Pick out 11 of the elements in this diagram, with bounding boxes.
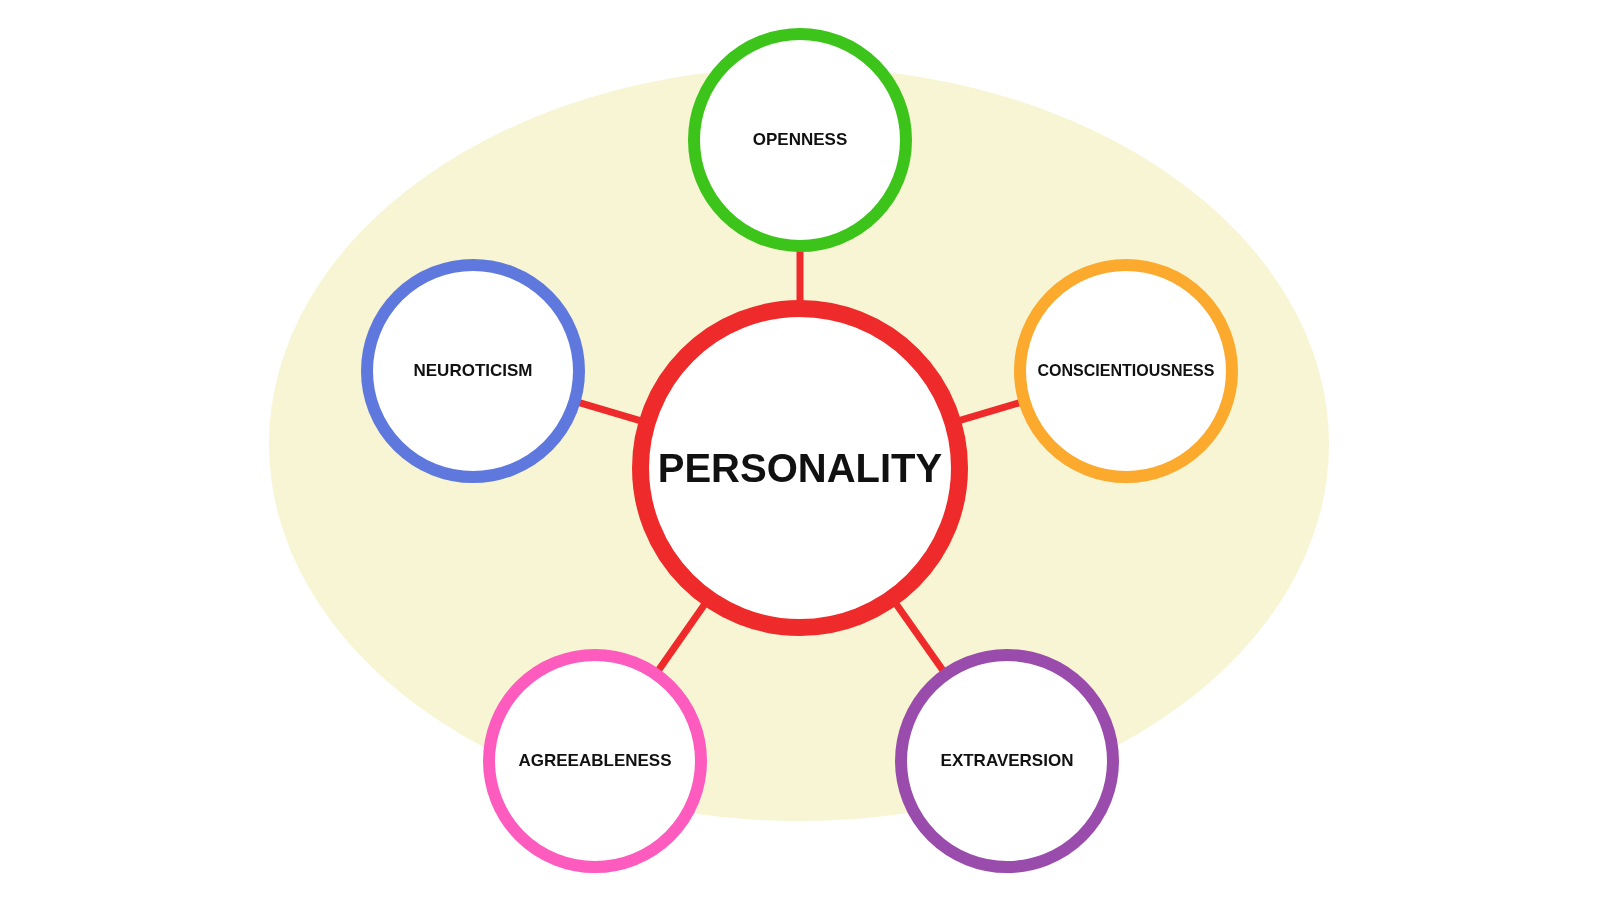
circle-label: AGREEABLENESS [518,751,672,771]
connector-line [796,250,804,302]
connector-line [892,601,947,674]
circle-label: CONSCIENTIOUSNESS [1037,362,1215,380]
circle-label: OPENNESS [752,130,848,150]
connector-line [958,399,1022,424]
connector-line [577,398,642,425]
circle-label: NEUROTICISM [413,361,533,381]
circle-label: EXTRAVERSION [940,751,1074,771]
circle-label: PERSONALITY [657,445,943,491]
connector-line [655,602,708,673]
